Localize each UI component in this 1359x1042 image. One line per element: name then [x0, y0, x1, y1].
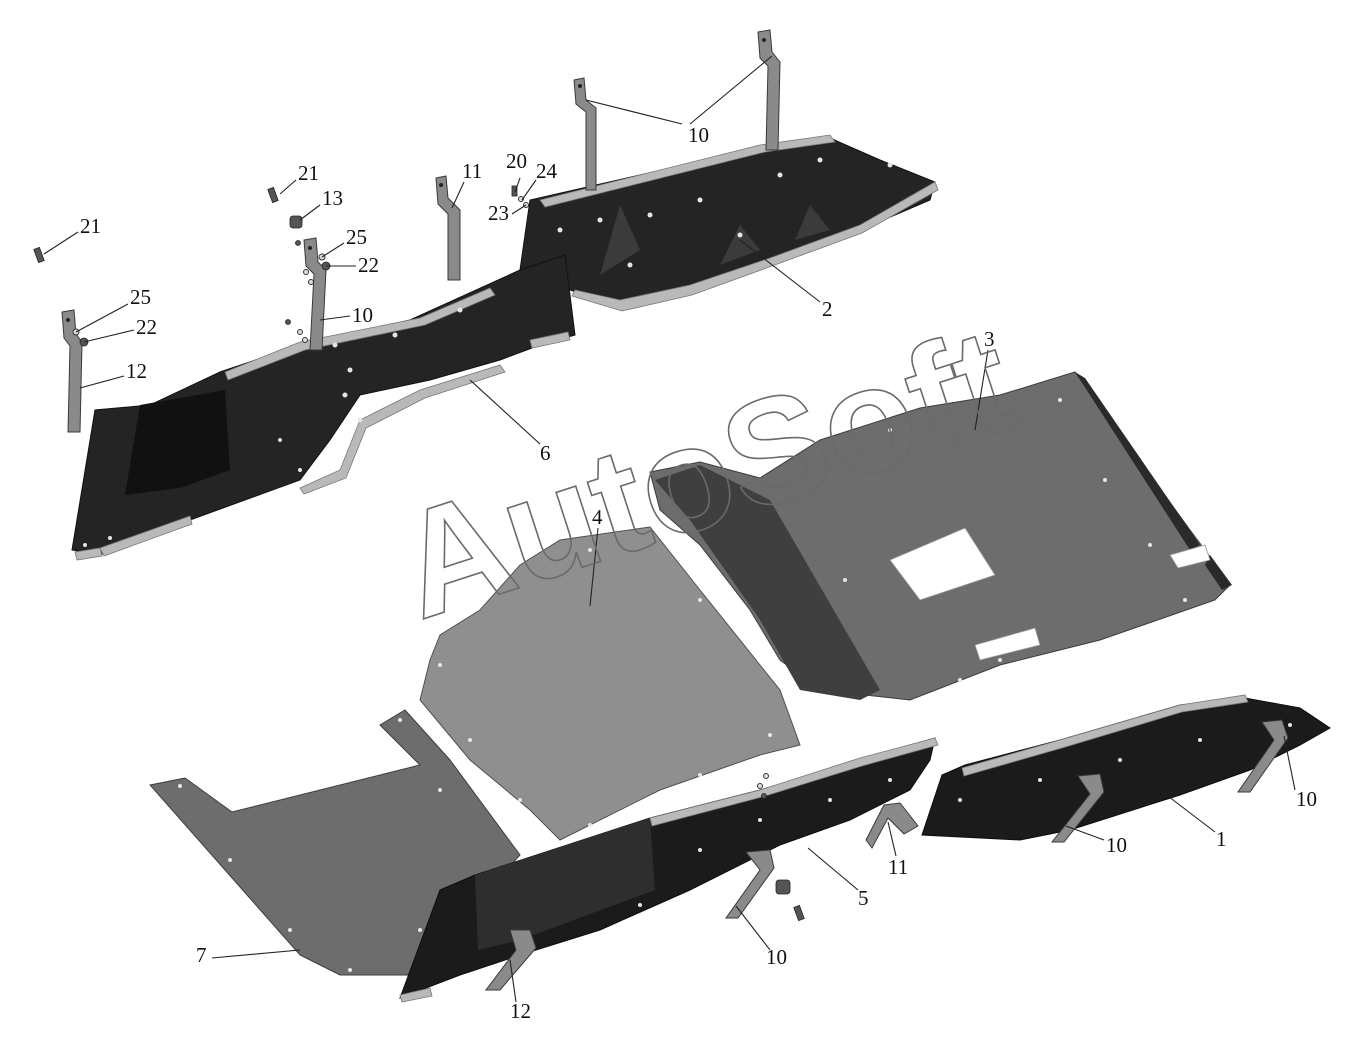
bracket-10-bottom — [725, 849, 775, 919]
callout-10: 10 — [1296, 787, 1317, 811]
callout-12: 12 — [126, 359, 147, 383]
bracket-10-mid — [303, 237, 327, 351]
part-3-plate — [649, 371, 1232, 701]
callout-3: 3 — [984, 327, 995, 351]
bracket-10-top-right — [757, 29, 781, 151]
callout-6: 6 — [540, 441, 551, 465]
callout-13: 13 — [322, 186, 343, 210]
part-5-panel — [399, 737, 939, 1003]
callout-21: 21 — [80, 214, 101, 238]
bracket-11-top — [435, 175, 461, 281]
callout-12: 12 — [510, 999, 531, 1023]
fastener-set-bottom — [757, 773, 805, 922]
callout-23: 23 — [488, 201, 509, 225]
bracket-12-top — [61, 309, 83, 433]
callout-10: 10 — [766, 945, 787, 969]
callout-22: 22 — [358, 253, 379, 277]
part-2-panel — [519, 134, 939, 312]
callout-11: 11 — [888, 855, 908, 879]
part-1-panel — [921, 694, 1331, 841]
callout-22: 22 — [136, 315, 157, 339]
callout-24: 24 — [536, 159, 558, 183]
bracket-10-right-b — [1237, 719, 1289, 793]
callout-1: 1 — [1216, 827, 1227, 851]
bracket-11-bottom — [865, 802, 919, 849]
callout-7: 7 — [196, 943, 207, 967]
callout-21: 21 — [298, 161, 319, 185]
callout-10: 10 — [1106, 833, 1127, 857]
callout-labels: 10 21 13 11 20 24 23 25 22 21 25 22 10 1… — [80, 123, 1317, 1023]
leader-lines — [43, 55, 1296, 1003]
fastener-set-left — [33, 186, 331, 347]
callout-5: 5 — [858, 886, 869, 910]
callout-11: 11 — [462, 159, 482, 183]
callout-4: 4 — [592, 505, 603, 529]
callout-10: 10 — [688, 123, 709, 147]
bracket-12-bottom — [485, 929, 537, 991]
callout-25: 25 — [346, 225, 367, 249]
callout-10: 10 — [352, 303, 373, 327]
part-4-plate — [419, 526, 801, 841]
bracket-10-right-a — [1050, 773, 1105, 843]
part-6-panel — [71, 254, 576, 561]
fastener-set-20-24 — [511, 185, 529, 208]
callout-2: 2 — [822, 297, 833, 321]
callout-25: 25 — [130, 285, 151, 309]
bracket-10-top-left — [573, 77, 597, 191]
part-7-plate — [149, 709, 521, 976]
callout-20: 20 — [506, 149, 527, 173]
